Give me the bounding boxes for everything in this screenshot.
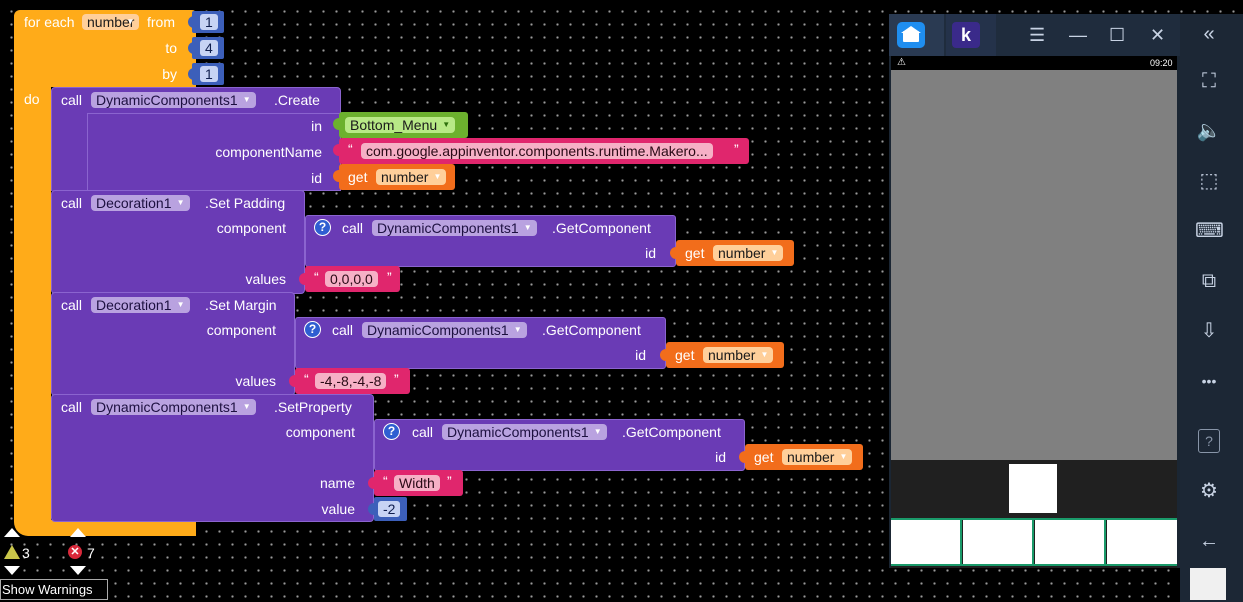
create-in-label: in	[311, 118, 322, 134]
for-each-label: for each	[24, 14, 75, 30]
scroll-thumb[interactable]	[1190, 568, 1226, 600]
set-padding-method-label: .Set Padding	[205, 195, 286, 211]
keyboard-icon[interactable]: ⌨	[1195, 220, 1224, 242]
padding-component-dropdown[interactable]: Decoration1	[91, 195, 190, 211]
padding-values-label: values	[245, 271, 286, 287]
bottom-menu-item[interactable]	[891, 520, 962, 564]
warning-up-arrow-icon[interactable]	[4, 528, 20, 537]
error-up-arrow-icon[interactable]	[70, 528, 86, 537]
value-number-block[interactable]: -2	[374, 497, 407, 521]
maximize-icon[interactable]: ☐	[1109, 25, 1126, 45]
app-k-icon[interactable]: k	[952, 22, 980, 48]
bottom-menu-component-block[interactable]: Bottom_Menu	[339, 112, 468, 138]
create-component-dropdown[interactable]: DynamicComponents1	[91, 92, 256, 108]
bottom-menu-item[interactable]	[1035, 520, 1106, 564]
bottom-menu-item[interactable]	[1107, 520, 1177, 564]
padding-values-text-block[interactable]: “ 0,0,0,0 ”	[305, 266, 400, 292]
set-property-call-block[interactable]	[51, 394, 374, 522]
close-icon[interactable]: ✕	[1150, 25, 1166, 45]
help-icon[interactable]: ?	[304, 321, 321, 338]
set-margin-method-label: .Set Margin	[205, 297, 277, 313]
warning-down-arrow-icon[interactable]	[4, 566, 20, 575]
app-content-area	[891, 70, 1177, 460]
create-id-label: id	[311, 170, 322, 186]
warning-icon	[4, 545, 20, 559]
help-icon[interactable]: ?	[314, 219, 331, 236]
back-icon[interactable]: ←	[1199, 530, 1219, 552]
settings-icon[interactable]: ⚙	[1200, 480, 1218, 502]
from-label: from	[147, 14, 175, 30]
status-warning-icon: ⚠	[897, 57, 906, 68]
error-count: 7	[87, 545, 95, 561]
home-icon[interactable]	[897, 22, 925, 48]
setproperty-component-dropdown[interactable]: DynamicComponents1	[91, 399, 256, 415]
create-componentname-label: componentName	[215, 144, 322, 160]
setproperty-name-label: name	[319, 475, 355, 491]
padding-component-label: component	[216, 220, 286, 236]
collapse-sidebar-icon[interactable]: «	[1203, 23, 1215, 45]
component-name-text-block[interactable]: “ com.google.appinventor.components.runt…	[339, 138, 749, 164]
help-icon[interactable]: ?	[1198, 429, 1220, 453]
menu-icon[interactable]: ☰	[1029, 25, 1046, 45]
phone-screen[interactable]: ⚠ 09:20	[891, 56, 1177, 568]
width-text-block[interactable]: “ Width ”	[374, 470, 463, 496]
call-keyword: call	[61, 92, 83, 108]
get-number-block[interactable]: get number	[676, 240, 794, 266]
to-number-block[interactable]: 4	[192, 37, 224, 59]
error-down-arrow-icon[interactable]	[70, 566, 86, 575]
more-options-icon[interactable]: •••	[1201, 373, 1217, 389]
component-name-text-value: com.google.appinventor.components.runtim…	[361, 143, 713, 159]
margin-values-label: values	[235, 373, 276, 389]
status-time: 09:20	[1150, 58, 1173, 68]
install-apk-icon[interactable]: ⇩	[1200, 320, 1218, 342]
bottom-menu-item[interactable]	[963, 520, 1034, 564]
margin-component-label: component	[206, 322, 276, 338]
setproperty-value-label: value	[321, 501, 355, 517]
loop-variable-name[interactable]: number	[82, 14, 140, 30]
fullscreen-icon[interactable]: ⛶	[1202, 70, 1216, 92]
get-number-block[interactable]: get number	[745, 444, 863, 470]
get-number-block[interactable]: get number	[666, 342, 784, 368]
margin-values-text-block[interactable]: “ -4,-8,-4,-8 ”	[295, 368, 410, 394]
set-property-method-label: .SetProperty	[274, 399, 352, 415]
show-warnings-button[interactable]: Show Warnings	[0, 579, 108, 600]
multi-instance-icon[interactable]: ⧉	[1201, 270, 1217, 292]
get-number-block[interactable]: get number	[339, 164, 455, 190]
by-number-block[interactable]: 1	[192, 63, 224, 85]
center-white-box	[1009, 464, 1057, 513]
minimize-icon[interactable]: —	[1069, 25, 1087, 45]
warning-count: 3	[22, 545, 30, 561]
create-method-label: .Create	[274, 92, 320, 108]
margin-component-dropdown[interactable]: Decoration1	[91, 297, 190, 313]
emulator-sidebar	[1180, 14, 1243, 602]
error-icon: ✕	[68, 545, 82, 559]
setproperty-component-label: component	[285, 424, 355, 440]
from-number-block[interactable]: 1	[192, 11, 224, 33]
do-label: do	[24, 91, 40, 107]
bottom-menu	[891, 518, 1177, 566]
volume-icon[interactable]: 🔈	[1196, 120, 1222, 142]
phone-status-bar: ⚠ 09:20	[891, 56, 1177, 70]
select-region-icon[interactable]: ⬚	[1199, 170, 1219, 192]
to-label: to	[165, 40, 177, 56]
by-label: by	[162, 66, 177, 82]
help-icon[interactable]: ?	[383, 423, 400, 440]
